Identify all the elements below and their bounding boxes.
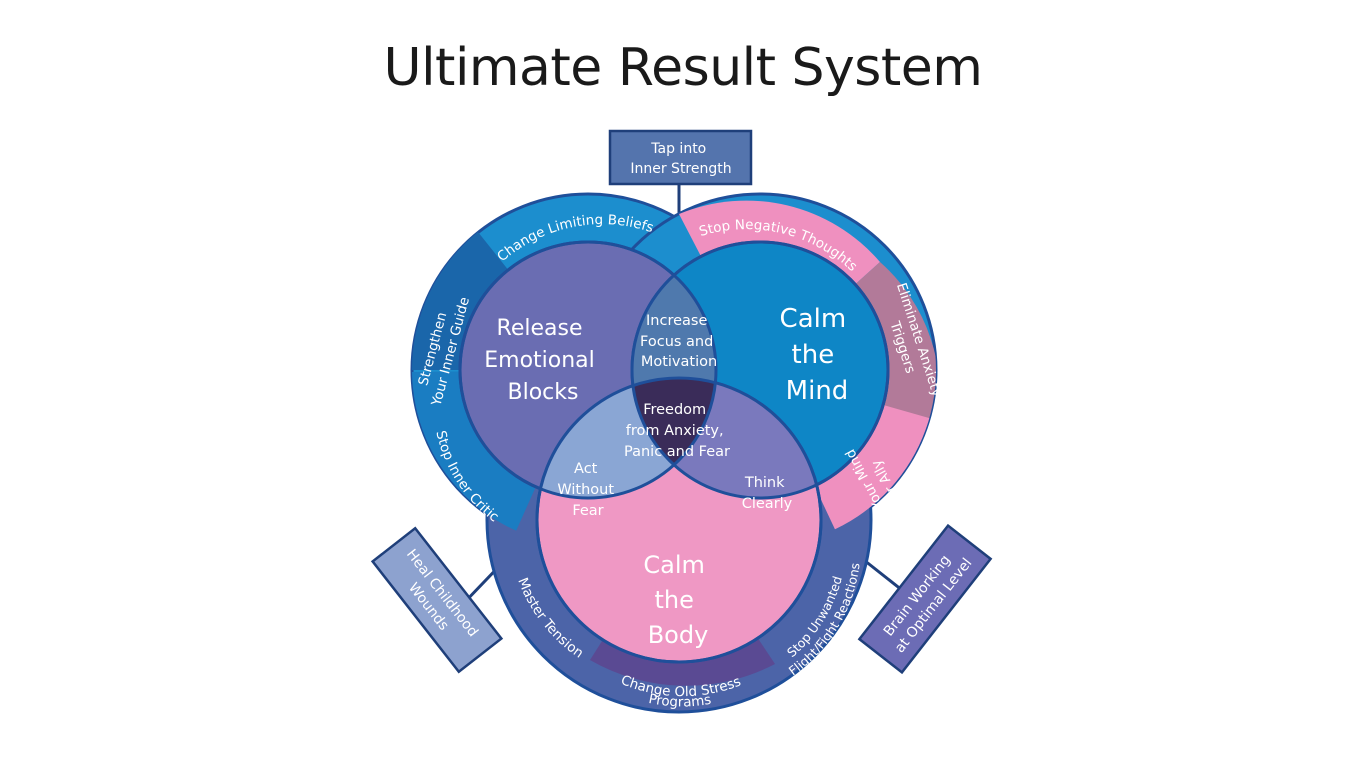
callout-inner-strength: Tap into Inner Strength: [608, 129, 753, 186]
outline-body: [535, 376, 823, 664]
page-title: Ultimate Result System: [383, 38, 983, 98]
outline-mind: [630, 240, 890, 500]
venn-circles: [458, 240, 890, 664]
overlap-right: [632, 378, 821, 498]
callout-childhood-wounds: Heal Childhood Wounds: [370, 526, 504, 674]
svg-text:Tap into Inner Strength: Tap into Inner Strength: [630, 141, 731, 177]
overlap-label-right: Think Clearly: [742, 475, 793, 512]
outline-emotional: [458, 240, 718, 500]
ring-label-old-stress-line2: Programs: [647, 691, 712, 711]
overlap-label-left: Act Without Fear: [557, 461, 618, 519]
overlap-label-center: Freedom from Anxiety, Panic and Fear: [624, 402, 730, 460]
overlap-label-top: Increase Focus and Motivation: [640, 313, 718, 370]
overlap-left: [537, 378, 716, 498]
circle-label-emotional: Release Emotional Blocks: [484, 316, 602, 405]
circle-label-body: Calm the Body: [643, 551, 712, 649]
callout-brain-working: Brain Working at Optimal Level: [857, 523, 993, 675]
circle-label-mind: Calm the Mind: [780, 304, 855, 406]
